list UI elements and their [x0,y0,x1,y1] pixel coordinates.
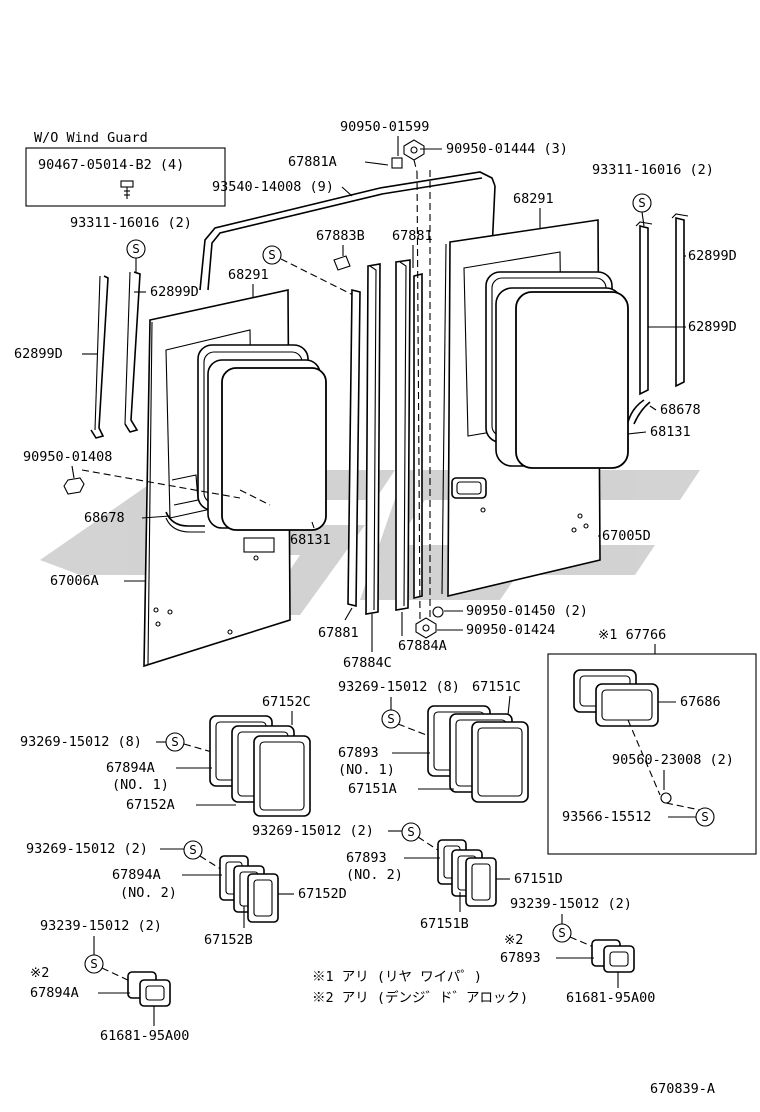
clip-90950-01450 [432,606,444,618]
label-93269-15012-2-left: 93269-15012 (2) [26,841,148,857]
label-93239-15012-left: 93239-15012 (2) [40,918,162,934]
group-no1-left: 67152C 93269-15012 (8) S 67894A (NO. 1) … [20,694,311,817]
svg-text:S: S [701,809,709,824]
svg-text:S: S [132,241,140,256]
label-67883b: 67883B [316,228,365,244]
label-93311-16016-right: 93311-16016 (2) [592,162,714,178]
clip-90950-01444 [403,139,425,173]
label-no1-left: (NO. 1) [112,777,169,793]
wo-wind-guard-title: W/O Wind Guard [34,130,148,146]
label-93269-15012-8-left: 93269-15012 (8) [20,734,142,750]
label-67152c: 67152C [262,694,311,710]
label-no1-right: (NO. 1) [338,762,395,778]
s-symbol-right-top: S [632,193,652,227]
clip-90950-01599 [391,157,403,169]
label-90950-01450: 90950-01450 (2) [466,603,588,619]
label-67894a-bottom: 67894A [30,985,79,1001]
center-strips: 67881 67884C 67884A [318,170,447,671]
part-90467-05014-b2: 90467-05014-B2 (4) [38,157,184,173]
label-67151d: 67151D [514,871,563,887]
clip-90950-01424 [415,617,437,639]
label-67152b: 67152B [204,932,253,948]
group-mark2-left: 93239-15012 (2) S ※2 67894A 61681-95A00 [30,918,189,1044]
group-no2-right: 67893 (NO. 2) 67151D 67151B [346,839,563,932]
label-93566-15512: 93566-15512 [562,809,651,825]
label-90560-23008: 90560-23008 (2) [612,752,734,768]
label-61681-95a00-left: 61681-95A00 [100,1028,189,1044]
mark2-right: ※2 [504,932,523,948]
wo-wind-guard-box: W/O Wind Guard 90467-05014-B2 (4) [25,130,226,207]
glass-68131-right [515,291,629,469]
svg-text:S: S [638,195,646,210]
label-93269-15012-8-right: 93269-15012 (8) [338,679,460,695]
plug-90950-01408 [63,477,85,495]
label-90950-01408: 90950-01408 [23,449,112,465]
label-67151a: 67151A [348,781,397,797]
label-62899d-right-b: 62899D [688,319,737,335]
label-67881-bottom: 67881 [318,625,359,641]
label-68131-right: 68131 [650,424,691,440]
label-68678-left: 68678 [84,510,125,526]
label-67894a-no1: 67894A [106,760,155,776]
label-no2-left: (NO. 2) [120,885,177,901]
label-no2-right: (NO. 2) [346,867,403,883]
label-93239-15012-right: 93239-15012 (2) [510,896,632,912]
svg-text:S: S [90,956,98,971]
group-mark2-right: 93239-15012 (2) S ※2 67893 61681-95A00 [500,896,655,1006]
label-67894a-no2: 67894A [112,867,161,883]
label-67893-no1: 67893 [338,745,379,761]
label-93540-14008: 93540-14008 (9) [212,179,334,195]
s-symbol-center-top: S [262,245,356,297]
note-2: ※2 アリ (デンジ゛ド゛アロック) [312,989,528,1006]
label-67005d: 67005D [602,528,651,544]
label-93311-16016-left: 93311-16016 (2) [70,215,192,231]
label-90950-01599: 90950-01599 [340,119,429,135]
note-1: ※1 アリ (リヤ ワイパ゜) [312,969,482,985]
label-62899d-left-b: 62899D [14,346,63,362]
label-67006a: 67006A [50,573,99,589]
label-68678-right: 68678 [660,402,701,418]
label-90950-01424: 90950-01424 [466,622,555,638]
label-67151c: 67151C [472,679,521,695]
svg-text:S: S [268,247,276,262]
label-67881a: 67881A [288,154,337,170]
label-68291-left: 68291 [228,267,269,283]
label-62899d-right-a: 62899D [688,248,737,264]
svg-text:S: S [387,711,395,726]
label-93269-15012-2-mid: 93269-15012 (2) [252,823,374,839]
left-door-group: 62899D 62899D 90950-01408 [14,271,331,668]
inset-title: ※1 67766 [598,627,666,643]
inset-67766: ※1 67766 67686 90560-23008 (2) 93566-155… [547,627,757,855]
right-door-group: 62899D 62899D 68678 68131 67005D 90950-0… [415,213,737,639]
s-symbol-left-top: S [126,239,146,272]
group-no1-right: 93269-15012 (8) 67151C S 67893 (NO. 1) 6… [338,679,529,803]
svg-text:S: S [171,734,179,749]
label-90950-01444: 90950-01444 (3) [446,141,568,157]
screw-icon [120,180,134,199]
label-67686: 67686 [680,694,721,710]
label-68291-right: 68291 [513,191,554,207]
label-67152d: 67152D [298,886,347,902]
svg-text:S: S [558,925,566,940]
glass-68131-left [221,367,327,531]
label-68131-left: 68131 [290,532,331,548]
label-62899d-left-a: 62899D [150,284,199,300]
label-67884a: 67884A [398,638,447,654]
label-67893-no2: 67893 [346,850,387,866]
label-67893-bottom: 67893 [500,950,541,966]
label-67881-top: 67881 [392,228,433,244]
label-67151b: 67151B [420,916,469,932]
svg-text:S: S [189,842,197,857]
label-67152a: 67152A [126,797,175,813]
mark2-left: ※2 [30,965,49,981]
label-67884c: 67884C [343,655,392,671]
diagram-code: 670839-A [650,1081,715,1097]
label-61681-95a00-right: 61681-95A00 [566,990,655,1006]
plug-67883b [333,255,351,271]
svg-text:S: S [407,824,415,839]
